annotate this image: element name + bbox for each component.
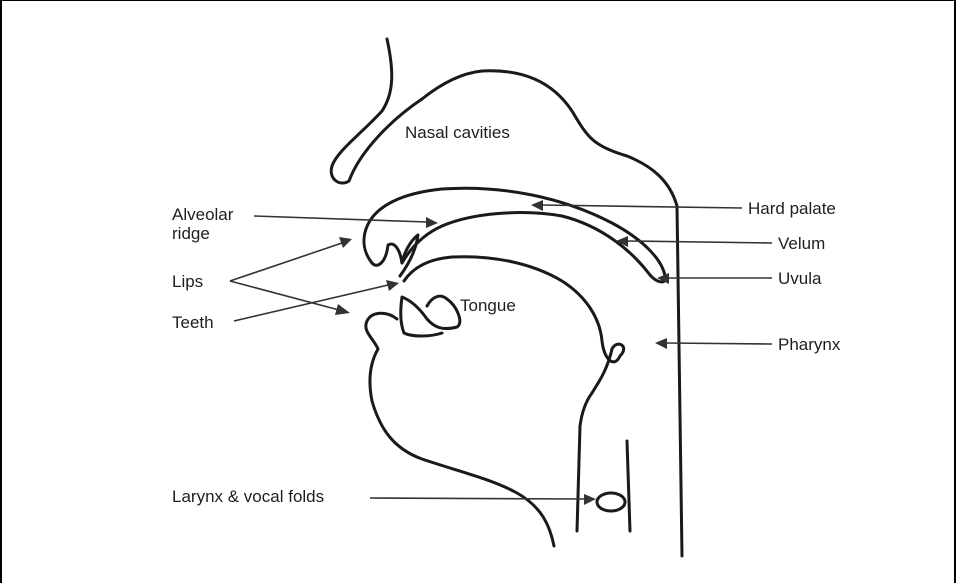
alveolar-ridge-arrowhead bbox=[426, 217, 438, 228]
teeth-arrowhead bbox=[386, 280, 399, 291]
pharynx-outline bbox=[577, 349, 612, 531]
nasal-cavities-label: Nasal cavities bbox=[405, 123, 510, 142]
hard-palate-label: Hard palate bbox=[748, 199, 836, 218]
pharynx-label: Pharynx bbox=[778, 335, 841, 354]
larynx-label: Larynx & vocal folds bbox=[172, 487, 324, 506]
larynx-ellipse bbox=[597, 493, 625, 511]
lips-lower-arrowhead bbox=[335, 304, 350, 315]
lips-lower-leader bbox=[230, 281, 339, 310]
velum-label: Velum bbox=[778, 234, 825, 253]
lips-upper-leader bbox=[230, 243, 342, 281]
lips-label: Lips bbox=[172, 272, 203, 291]
palate-outline bbox=[364, 188, 665, 282]
hard-palate-arrowhead bbox=[531, 200, 543, 211]
teeth-leader bbox=[234, 285, 388, 321]
lips-upper-arrowhead bbox=[339, 237, 352, 248]
alveolar-ridge-leader bbox=[254, 216, 427, 222]
alveolar-ridge-label-line1: Alveolar bbox=[172, 205, 234, 224]
tongue-label: Tongue bbox=[460, 296, 516, 315]
larynx-leader bbox=[370, 498, 585, 499]
lower-tooth-outline bbox=[401, 296, 460, 336]
pharynx-leader bbox=[666, 343, 772, 344]
pharynx-arrowhead bbox=[655, 338, 667, 349]
velum-leader bbox=[627, 241, 772, 243]
alveolar-ridge-label-line2: ridge bbox=[172, 224, 210, 243]
jaw-outline bbox=[366, 313, 554, 546]
uvula-label: Uvula bbox=[778, 269, 822, 288]
trachea-outline bbox=[627, 441, 630, 531]
teeth-label: Teeth bbox=[172, 313, 214, 332]
larynx-arrowhead bbox=[584, 494, 596, 505]
